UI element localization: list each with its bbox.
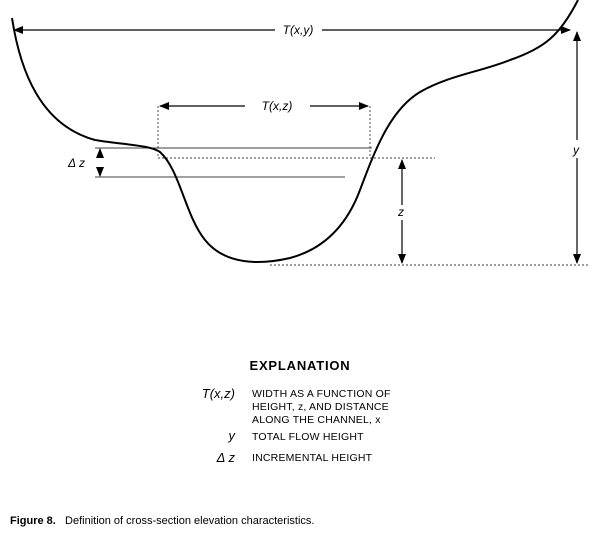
- txy-label: T(x,y): [283, 23, 314, 37]
- explanation-definition-y: TOTAL FLOW HEIGHT: [252, 431, 364, 443]
- figure-caption-text: Definition of cross-section elevation ch…: [65, 515, 315, 527]
- txz-label: T(x,z): [262, 99, 293, 113]
- explanation-symbol-dz: Δ z: [216, 450, 235, 465]
- explanation-definition-txz: WIDTH AS A FUNCTION OF HEIGHT, z, AND DI…: [252, 388, 391, 426]
- cross-section-diagram: T(x,y) T(x,z) Δ z z y: [11, 0, 590, 266]
- y-label: y: [572, 143, 580, 157]
- explanation-symbol-txz: T(x,z): [201, 386, 235, 401]
- dz-label: Δ z: [67, 156, 85, 170]
- channel-profile: [11, 0, 579, 263]
- figure-number: Figure 8.: [10, 515, 56, 527]
- figure-caption: Figure 8. Definition of cross-section el…: [10, 515, 314, 527]
- explanation-symbol-y: y: [228, 428, 236, 443]
- explanation-title: EXPLANATION: [249, 358, 351, 373]
- explanation-definition-dz: INCREMENTAL HEIGHT: [252, 452, 373, 464]
- z-label: z: [397, 205, 404, 219]
